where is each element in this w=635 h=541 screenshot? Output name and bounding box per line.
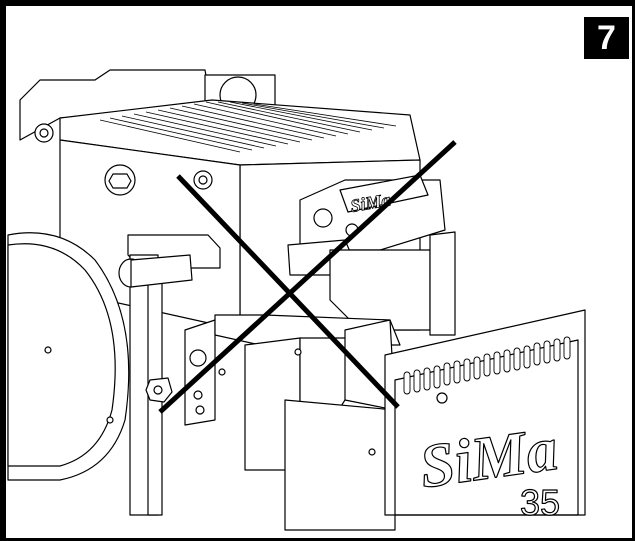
- motor: [7, 232, 130, 481]
- cross-out-mark: [158, 140, 457, 414]
- front-nameplate: SiMa 35: [384, 309, 586, 524]
- step-number-badge: 7: [584, 17, 629, 59]
- housing-bolts: [34, 123, 213, 196]
- top-hood: [19, 69, 276, 141]
- vent-slots: [403, 336, 571, 395]
- cooling-fins: [99, 101, 397, 153]
- nameplate-model-label: 35: [520, 482, 560, 523]
- lever-post: [118, 234, 221, 516]
- small-brand-plate: SiMa: [339, 174, 429, 216]
